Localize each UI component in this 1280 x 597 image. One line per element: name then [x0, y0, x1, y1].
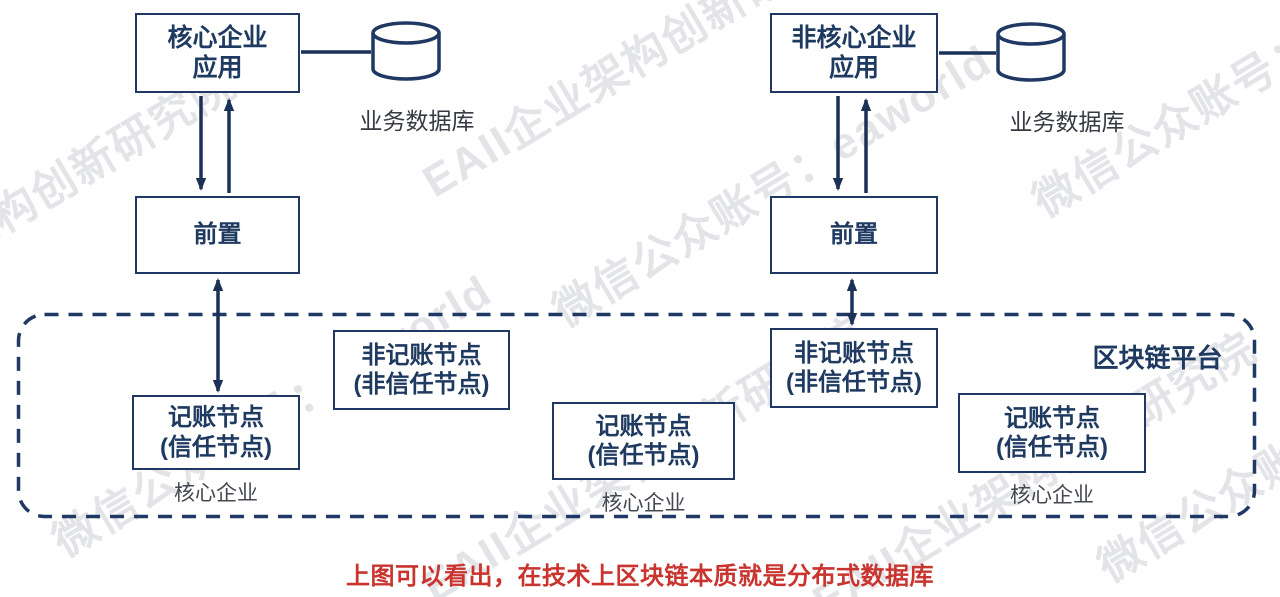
- box-text-line: 记账节点: [595, 412, 692, 440]
- core-enterprise-label: 核心企业: [601, 492, 686, 515]
- box-front-right: 前置: [770, 196, 938, 274]
- box-text-line: 前置: [830, 221, 878, 249]
- box-front-left: 前置: [135, 196, 300, 274]
- box-ledger-node-left: 记账节点 (信任节点): [132, 395, 300, 470]
- box-text-line: 前置: [193, 221, 242, 249]
- platform-title: 区块链平台: [1092, 343, 1223, 373]
- platform-dashed-border: [16, 312, 1257, 519]
- box-core-enterprise-app: 核心企业 应用: [135, 13, 300, 93]
- core-enterprise-label: 核心企业: [1010, 484, 1094, 507]
- box-text-line: 非核心企业: [791, 23, 917, 52]
- box-ledger-node-middle: 记账节点 (信任节点): [552, 402, 735, 480]
- box-text-line: 记账节点: [168, 404, 264, 432]
- business-database-label: 业务数据库: [359, 108, 475, 134]
- box-text-line: (非信任节点): [353, 371, 490, 398]
- box-nonledger-node-right: 非记账节点 (非信任节点): [770, 328, 938, 408]
- core-enterprise-label: 核心企业: [174, 482, 258, 505]
- box-ledger-node-right: 记账节点 (信任节点): [958, 393, 1146, 473]
- box-text-line: 应用: [828, 54, 879, 82]
- box-nonledger-node-left: 非记账节点 (非信任节点): [333, 330, 510, 410]
- box-text-line: (非信任节点): [786, 369, 922, 396]
- database-icon: [371, 21, 441, 81]
- box-text-line: (信任节点): [996, 434, 1108, 461]
- box-text-line: (信任节点): [587, 442, 700, 469]
- box-noncore-enterprise-app: 非核心企业 应用: [770, 13, 938, 93]
- box-text-line: (信任节点): [160, 433, 272, 461]
- box-text-line: 应用: [192, 54, 243, 82]
- box-text-line: 核心企业: [167, 23, 268, 52]
- business-database-label: 业务数据库: [1009, 109, 1125, 135]
- caption-text: 上图可以看出，在技术上区块链本质就是分布式数据库: [346, 563, 934, 590]
- box-text-line: 非记账节点: [794, 339, 914, 367]
- box-text-line: 记账节点: [1004, 404, 1100, 432]
- box-text-line: 非记账节点: [361, 341, 482, 369]
- database-icon: [996, 22, 1066, 82]
